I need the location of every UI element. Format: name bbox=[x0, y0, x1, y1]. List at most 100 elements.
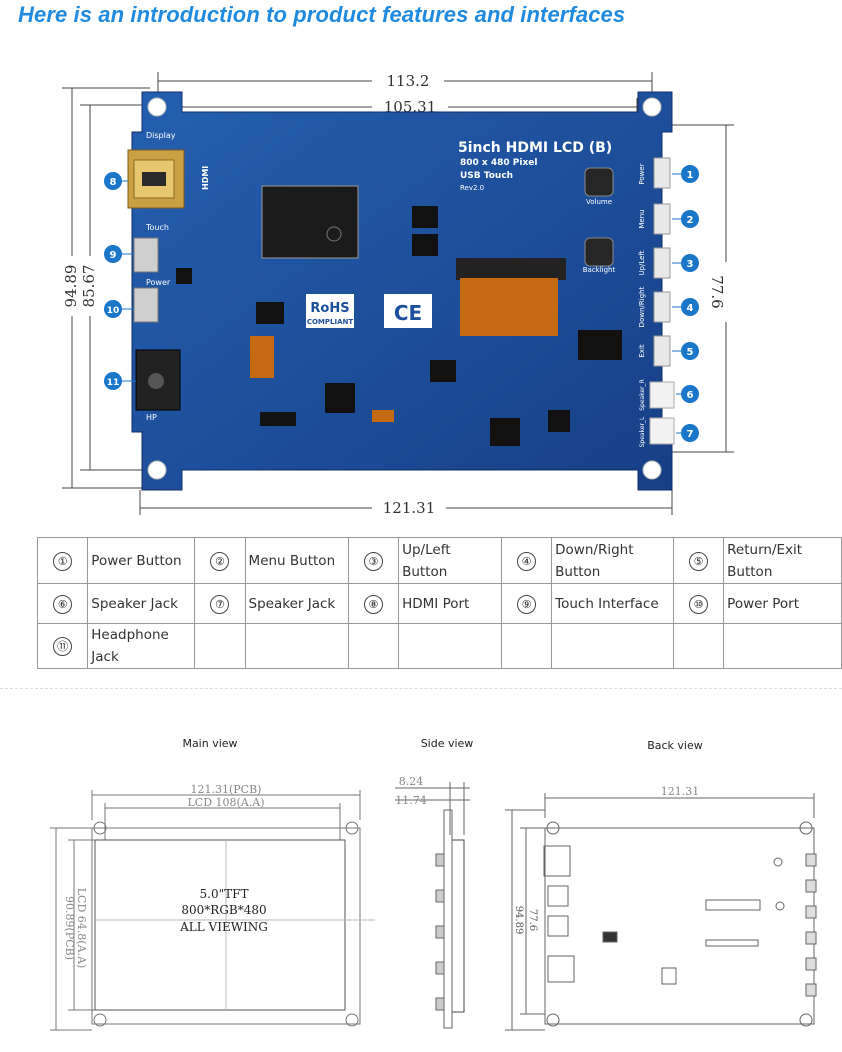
callout-3-label: 3 bbox=[687, 259, 694, 270]
callout-6 bbox=[681, 385, 699, 403]
table-cell-number bbox=[500, 623, 553, 669]
table-cell-number: ② bbox=[194, 537, 246, 584]
table-row: ⑥ Speaker Jack ⑦ Speaker Jack ⑧ HDMI Port ⑨ Tou… bbox=[36, 583, 842, 624]
silk-speaker-r: Speaker_R bbox=[639, 379, 646, 411]
table-cell-label: Power Button bbox=[87, 537, 196, 584]
table-cell-number: ① bbox=[36, 537, 89, 584]
callout-8-label: 8 bbox=[110, 177, 117, 188]
callout-4-label: 4 bbox=[687, 303, 694, 314]
board-title: 5inch HDMI LCD (B) bbox=[458, 140, 612, 156]
callout-7 bbox=[681, 424, 699, 442]
side-view-drawing bbox=[395, 782, 470, 1029]
callout-6-label: 6 bbox=[687, 390, 694, 401]
dim-top-outer: 113.2 bbox=[387, 72, 430, 90]
callout-11-label: 11 bbox=[107, 378, 120, 388]
silk-hp: HP bbox=[146, 413, 157, 422]
number-badge: ⑧ bbox=[363, 594, 383, 614]
callout-11 bbox=[104, 372, 122, 390]
silk-speaker-l: Speaker_L bbox=[639, 416, 646, 447]
table-cell-number: ⑤ bbox=[672, 537, 725, 584]
table-cell-number: ⑥ bbox=[36, 583, 89, 624]
callout-8 bbox=[104, 172, 122, 190]
callouts: 1 2 3 4 5 6 7 8 9 10 11 bbox=[104, 165, 699, 442]
silk-btn-upleft: Up/Left bbox=[638, 250, 646, 275]
callout-1-label: 1 bbox=[687, 170, 694, 181]
ce-text: CE bbox=[394, 301, 422, 325]
silk-btn-power: Power bbox=[638, 163, 646, 184]
main-pcb-height: 90.89(PCB) bbox=[63, 896, 76, 960]
silk-touch: Touch bbox=[145, 223, 169, 232]
main-pcb-width: 121.31(PCB) bbox=[191, 783, 262, 796]
backlight-label: Backlight bbox=[583, 266, 616, 274]
board-diagram: 113.2 105.31 121.31 94.89 85.67 77.6 RoH… bbox=[62, 72, 734, 517]
back-height-1: 94.89 bbox=[513, 906, 524, 935]
silk-btn-exit: Exit bbox=[638, 344, 646, 358]
callout-5 bbox=[681, 342, 699, 360]
number-badge: ④ bbox=[517, 551, 536, 571]
main-chip bbox=[261, 185, 359, 259]
side-view-label: Side view bbox=[421, 737, 474, 750]
table-cell-label bbox=[398, 623, 502, 669]
dim-bottom: 121.31 bbox=[383, 499, 436, 517]
table-cell-label: Speaker Jack bbox=[87, 583, 196, 624]
touch-usb-port bbox=[133, 237, 159, 273]
callout-10 bbox=[104, 300, 122, 318]
table-cell-number bbox=[194, 623, 246, 669]
table-cell-number: ⑨ bbox=[500, 583, 553, 624]
table-cell-label: Return/Exit Button bbox=[723, 537, 842, 584]
table-cell-number bbox=[672, 623, 725, 669]
table-cell-label: Menu Button bbox=[244, 537, 349, 584]
callout-9-label: 9 bbox=[110, 250, 117, 261]
back-height-2: 77.6 bbox=[527, 909, 538, 931]
main-line-1: 5.0"TFT bbox=[200, 887, 249, 901]
board-touch: USB Touch bbox=[460, 171, 513, 181]
side-dim-1: 8.24 bbox=[399, 775, 424, 788]
back-width: 121.31 bbox=[661, 785, 700, 798]
board-subtitle: 800 x 480 Pixel bbox=[460, 158, 537, 168]
silk-power: Power bbox=[146, 278, 171, 287]
callout-2 bbox=[681, 210, 699, 228]
fpc-connector bbox=[456, 258, 566, 280]
main-line-2: 800*RGB*480 bbox=[181, 903, 266, 917]
callout-1 bbox=[681, 165, 699, 183]
main-line-3: ALL VIEWING bbox=[179, 920, 268, 934]
table-cell-number bbox=[347, 623, 400, 669]
table-cell-label: Headphone Jack bbox=[87, 623, 196, 669]
table-cell-label bbox=[551, 623, 674, 669]
silk-btn-menu: Menu bbox=[638, 209, 646, 228]
silk-btn-downright: Down/Right bbox=[638, 286, 646, 327]
volume-label: Volume bbox=[586, 198, 612, 206]
table-cell-label bbox=[244, 623, 349, 669]
rohs-text: RoHS bbox=[310, 301, 349, 316]
back-view-drawing bbox=[505, 793, 817, 1031]
table-cell-number: ⑩ bbox=[672, 583, 725, 624]
table-cell-label: Power Port bbox=[723, 583, 842, 624]
number-badge: ⑥ bbox=[53, 594, 73, 614]
callout-5-label: 5 bbox=[687, 347, 694, 358]
volume-knob bbox=[584, 167, 614, 197]
side-dim-2: 11.74 bbox=[395, 794, 427, 807]
callout-9 bbox=[104, 245, 122, 263]
number-badge: ① bbox=[53, 551, 73, 571]
main-lcd-height: LCD 64.8(A.A) bbox=[75, 888, 88, 969]
silk-display: Display bbox=[146, 131, 176, 140]
rohs-compliant: COMPLIANT bbox=[307, 318, 354, 326]
table-cell-label: HDMI Port bbox=[398, 583, 502, 624]
number-badge: ⑤ bbox=[689, 551, 709, 571]
main-lcd-width: LCD 108(A.A) bbox=[188, 796, 265, 809]
table-cell-number: ③ bbox=[347, 537, 400, 584]
number-badge: ⑨ bbox=[517, 594, 536, 614]
number-badge: ⑩ bbox=[689, 594, 709, 614]
table-cell-number: ⑧ bbox=[347, 583, 400, 624]
number-badge: ⑦ bbox=[210, 594, 230, 614]
table-cell-label: Touch Interface bbox=[551, 583, 674, 624]
table-cell-label bbox=[723, 623, 842, 669]
table-cell-label: Speaker Jack bbox=[244, 583, 349, 624]
table-cell-number: ⑦ bbox=[194, 583, 246, 624]
dim-left-inner: 85.67 bbox=[80, 265, 98, 308]
callout-7-label: 7 bbox=[687, 429, 694, 440]
number-badge: ② bbox=[210, 551, 230, 571]
